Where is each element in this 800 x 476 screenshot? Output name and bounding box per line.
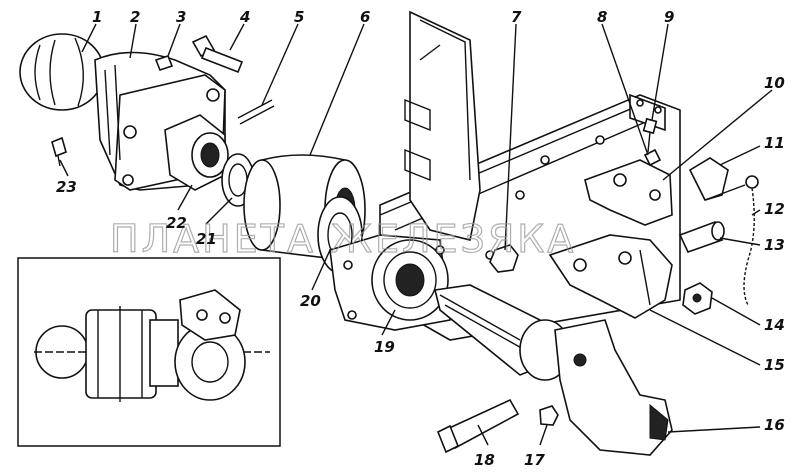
callout-4: 4 [239,8,250,26]
watermark-text: ПЛАНЕТА ЖЕЛЕЗЯКА [110,217,576,261]
callout-20: 20 [300,292,321,310]
pin-part [678,220,725,253]
callout-1: 1 [92,8,102,26]
grease-fitting-part [51,136,67,167]
callout-7: 7 [511,8,522,26]
callout-8: 8 [597,8,607,26]
callout-5: 5 [294,8,304,26]
callout-14: 14 [764,316,785,334]
callout-labels: 1 2 3 4 5 6 7 8 9 10 11 12 13 14 15 16 1… [56,8,785,469]
callout-11: 11 [764,134,785,152]
lever-part [688,157,729,201]
bolt-top-part [191,34,244,74]
callout-16: 16 [764,416,785,434]
castle-nut-part [682,282,713,315]
hook-part [434,284,673,456]
latch-part [584,148,673,226]
cotter-pin-part [237,99,275,125]
callout-18: 18 [474,451,495,469]
callout-22: 22 [166,214,187,232]
leader-lines [59,23,773,446]
callout-12: 12 [764,200,785,218]
callout-15: 15 [764,356,785,374]
callout-3: 3 [176,8,186,26]
bolt-large-part [436,398,520,454]
screw-part [154,55,174,71]
callout-19: 19 [374,338,395,356]
latch-body-part [548,234,673,319]
rubber-buffer-part [19,33,105,111]
small-nut-part [539,405,559,426]
nut-part [489,244,519,273]
callout-17: 17 [524,451,545,469]
callout-9: 9 [664,8,674,26]
callout-10: 10 [764,74,785,92]
callout-23: 23 [56,178,77,196]
bolt-small-part [642,117,658,153]
hook-housing-part [329,234,451,331]
callout-2: 2 [130,8,140,26]
inset-detail [17,257,281,447]
vertical-bracket [404,10,481,241]
nut-bushing-part [164,114,229,191]
callout-21: 21 [196,230,217,248]
callout-13: 13 [764,236,785,254]
chain-part [704,175,759,306]
callout-6: 6 [360,8,370,26]
